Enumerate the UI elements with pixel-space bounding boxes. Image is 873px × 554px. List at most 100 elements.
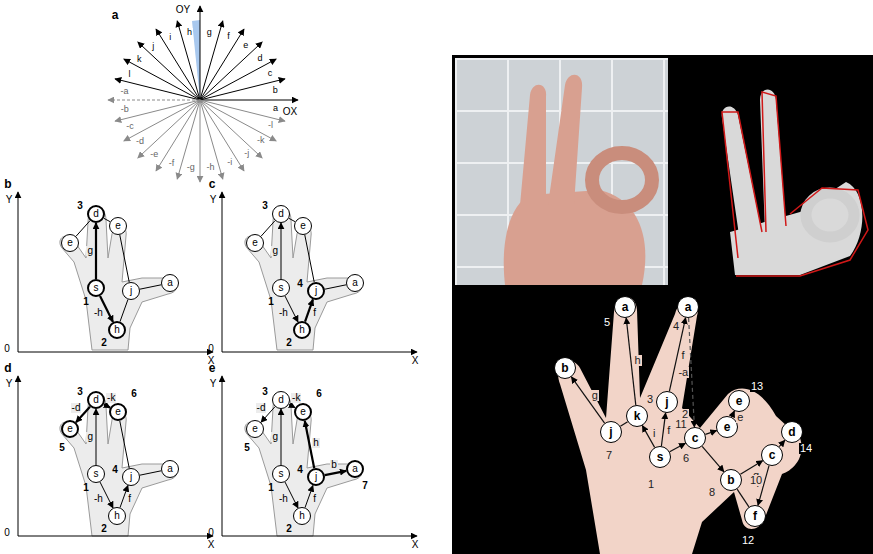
vector-label: f bbox=[680, 350, 685, 361]
vector-segment bbox=[120, 299, 128, 321]
vector-label: -h bbox=[93, 308, 104, 318]
vector-segment bbox=[669, 318, 685, 392]
joint-letter: e bbox=[252, 424, 258, 434]
vector-label: h bbox=[634, 355, 642, 366]
photo-hand bbox=[504, 75, 652, 285]
direction-arrow bbox=[156, 100, 200, 171]
joint-circle: j bbox=[600, 421, 622, 443]
joint-circle: c bbox=[761, 444, 783, 466]
step-number: 4 bbox=[672, 321, 680, 332]
axis-oy bbox=[200, 6, 201, 100]
joint-letter: a bbox=[685, 301, 692, 313]
joint-circle: b bbox=[720, 469, 742, 491]
joint-circle: a bbox=[346, 274, 364, 292]
direction-label: c bbox=[267, 69, 274, 78]
direction-label: -b bbox=[120, 105, 130, 114]
vector-segment bbox=[705, 431, 716, 435]
joint-circle: h bbox=[108, 507, 126, 525]
step-number: 4 bbox=[296, 279, 304, 289]
vector-label: g bbox=[271, 432, 279, 442]
vector-segment bbox=[779, 440, 785, 446]
direction-arrow bbox=[200, 21, 223, 100]
joint-letter: s bbox=[94, 283, 99, 293]
joint-circle: h bbox=[108, 321, 126, 339]
joint-circle: j bbox=[656, 391, 678, 413]
panel-axes bbox=[18, 192, 417, 536]
direction-label: b bbox=[272, 86, 279, 95]
step-number: 2 bbox=[285, 524, 293, 534]
direction-label: -f bbox=[168, 159, 176, 168]
joint-letter: a bbox=[352, 464, 358, 474]
axis-line bbox=[222, 192, 223, 352]
joint-circle: f bbox=[744, 505, 766, 527]
direction-arrow bbox=[200, 100, 285, 121]
vector-segment bbox=[670, 443, 686, 452]
vector-label: f bbox=[127, 494, 132, 504]
direction-label: j bbox=[151, 42, 155, 51]
panel-letter: b bbox=[3, 178, 12, 190]
vector-label: i bbox=[652, 428, 656, 439]
step-number: 5 bbox=[58, 443, 66, 453]
vector-segment bbox=[76, 221, 90, 237]
model-line bbox=[736, 188, 868, 276]
joint-circle: e bbox=[246, 234, 264, 252]
axis-line bbox=[18, 376, 19, 536]
joint-letter: h bbox=[114, 325, 120, 335]
joint-letter: d bbox=[788, 426, 795, 438]
step-number: 1 bbox=[82, 483, 90, 493]
step-number: 3 bbox=[261, 387, 269, 397]
joint-letter: d bbox=[278, 395, 284, 405]
direction-arrow bbox=[177, 100, 200, 179]
vector-label: -k bbox=[106, 393, 116, 403]
joint-letter: h bbox=[114, 511, 120, 521]
step-number: 1 bbox=[267, 483, 275, 493]
step-number: 1 bbox=[267, 297, 275, 307]
joint-letter: e bbox=[300, 407, 306, 417]
photo-background bbox=[455, 58, 668, 285]
joint-circle: s bbox=[649, 446, 671, 468]
joint-circle: d bbox=[87, 391, 105, 409]
joint-letter: c bbox=[769, 449, 776, 461]
vector-segment bbox=[261, 221, 275, 237]
direction-label: -a bbox=[120, 87, 130, 96]
direction-arrow bbox=[177, 21, 200, 100]
vector-segment bbox=[620, 422, 627, 426]
step-number: 10 bbox=[749, 475, 763, 486]
step-number: 11 bbox=[674, 419, 687, 430]
vector-segment bbox=[702, 446, 724, 471]
joint-letter: k bbox=[634, 410, 641, 422]
direction-label: f bbox=[226, 32, 231, 41]
joint-circle: s bbox=[87, 465, 105, 483]
step-number: 8 bbox=[708, 487, 716, 498]
photo-finger bbox=[548, 75, 582, 205]
vector-label: -h bbox=[93, 494, 104, 504]
joint-circle: h bbox=[293, 321, 311, 339]
axis-line bbox=[18, 536, 213, 537]
step-number: 6 bbox=[130, 389, 138, 399]
axis-line bbox=[18, 352, 213, 353]
model-line bbox=[762, 92, 786, 232]
vector-segment bbox=[689, 318, 695, 427]
hand-silhouette bbox=[60, 208, 177, 350]
axis-ox bbox=[200, 100, 298, 101]
joint-circle: s bbox=[272, 279, 290, 297]
step-number: 12 bbox=[741, 535, 755, 546]
vector-label: -d bbox=[256, 403, 267, 413]
joint-letter: b bbox=[727, 474, 734, 486]
vector-label: -d bbox=[71, 403, 82, 413]
step-number: 2 bbox=[100, 524, 108, 534]
vector-segment bbox=[96, 409, 97, 465]
vector-segment bbox=[120, 421, 129, 468]
direction-arrow bbox=[124, 59, 200, 100]
hand-silhouettes bbox=[60, 208, 362, 536]
joint-circle: k bbox=[626, 405, 648, 427]
vector-label: f bbox=[312, 494, 317, 504]
direction-label: -l bbox=[267, 121, 274, 130]
vector-label: h bbox=[312, 438, 320, 448]
panel-letter: e bbox=[208, 362, 217, 374]
direction-label: -i bbox=[226, 158, 233, 167]
joint-circle: j bbox=[122, 282, 140, 300]
direction-label: -c bbox=[125, 122, 135, 131]
joint-letter: j bbox=[315, 472, 317, 482]
